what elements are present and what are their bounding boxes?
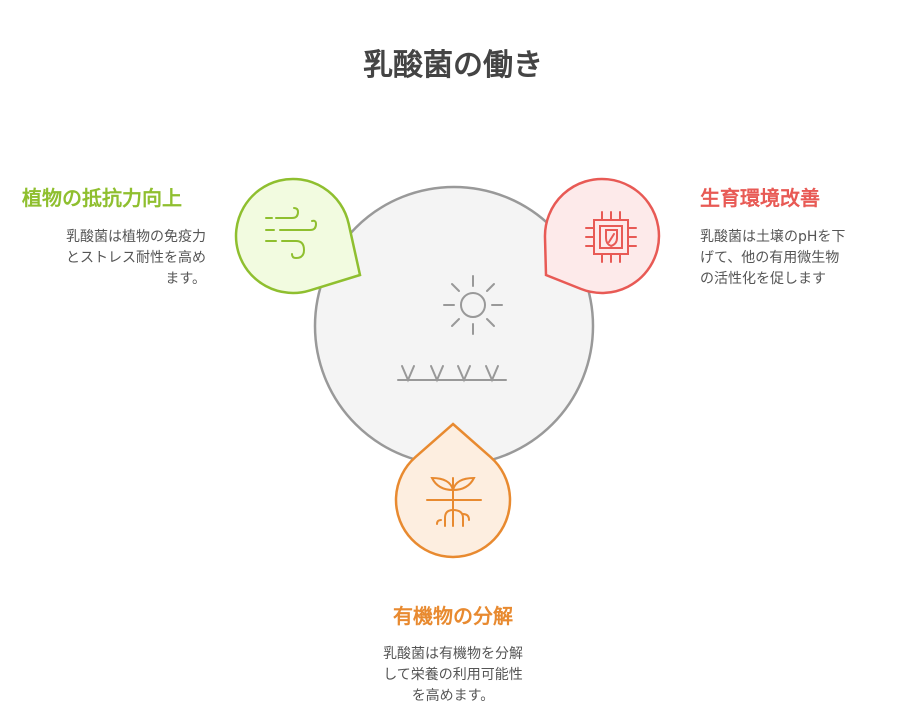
desc-line: とストレス耐性を高め: [66, 250, 206, 266]
desc-plant-resistance: 乳酸菌は植物の免疫力 とストレス耐性を高め ます。: [66, 227, 206, 290]
desc-decomposition: 乳酸菌は有機物を分解 して栄養の利用可能性 を高めます。: [0, 644, 906, 707]
desc-line: げて、他の有用微生物: [700, 250, 840, 266]
heading-environment: 生育環境改善: [700, 186, 820, 210]
desc-line: して栄養の利用可能性: [383, 667, 523, 683]
chip-shield-icon: [585, 211, 637, 263]
desc-line: 乳酸菌は植物の免疫力: [66, 229, 206, 245]
desc-line: 乳酸菌は土壌のpHを下: [700, 229, 846, 245]
diagram-title: 乳酸菌の働き: [363, 48, 543, 83]
heading-plant-resistance: 植物の抵抗力向上: [22, 186, 182, 210]
heading-decomposition: 有機物の分解: [393, 604, 513, 628]
sun-grass-icon: [397, 275, 507, 383]
desc-line: を高めます。: [411, 688, 495, 704]
red-teardrop: [543, 177, 661, 295]
desc-line: ます。: [165, 271, 206, 287]
desc-line: の活性化を促します: [700, 271, 826, 287]
sprout-roots-icon: [426, 476, 482, 527]
desc-environment: 乳酸菌は土壌のpHを下 げて、他の有用微生物 の活性化を促します: [700, 227, 845, 290]
green-teardrop: [234, 177, 362, 295]
wind-icon: [265, 207, 318, 260]
desc-line: 乳酸菌は有機物を分解: [383, 646, 523, 662]
